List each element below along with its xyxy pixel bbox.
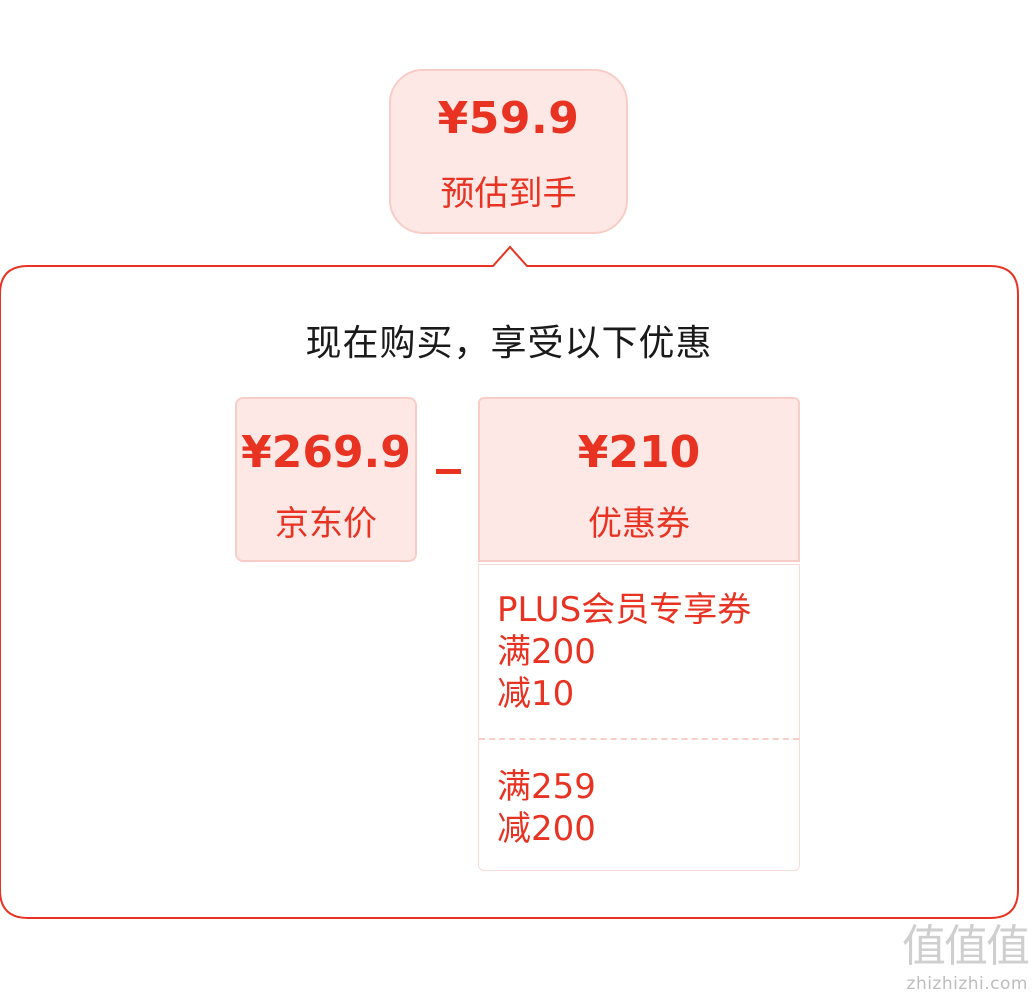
coupon-total-value: ¥210	[577, 427, 701, 478]
coupon-list: PLUS会员专享券 满200 减10 满259 减200	[478, 564, 800, 871]
coupon-discount: 减10	[497, 674, 575, 714]
jd-price-label: 京东价	[275, 504, 377, 544]
coupon-item: 满259 减200	[497, 766, 789, 850]
coupon-discount: 减200	[497, 809, 596, 849]
coupon-divider	[479, 738, 799, 740]
coupon-item: PLUS会员专享券 满200 减10	[497, 589, 789, 715]
watermark-site: zhizhizhi.com	[906, 974, 1028, 994]
estimated-price-label: 预估到手	[440, 174, 577, 214]
coupon-name: PLUS会员专享券	[497, 590, 752, 630]
promo-headline: 现在购买，享受以下优惠	[305, 323, 713, 364]
jd-price-value: ¥269.9	[241, 427, 411, 478]
jd-price-box: ¥269.9 京东价	[235, 397, 417, 562]
site-watermark: 值值值 zhizhizhi.com	[902, 921, 1030, 995]
minus-operator	[436, 469, 461, 474]
coupon-total-box: ¥210 优惠券	[478, 397, 800, 562]
estimated-price: ¥59.9	[437, 93, 580, 144]
coupon-threshold: 满200	[497, 632, 596, 672]
watermark-logo: 值值值	[902, 921, 1030, 972]
coupon-threshold: 满259	[497, 767, 596, 807]
coupon-total-label: 优惠券	[588, 504, 690, 544]
estimated-price-badge: ¥59.9 预估到手	[389, 69, 628, 234]
